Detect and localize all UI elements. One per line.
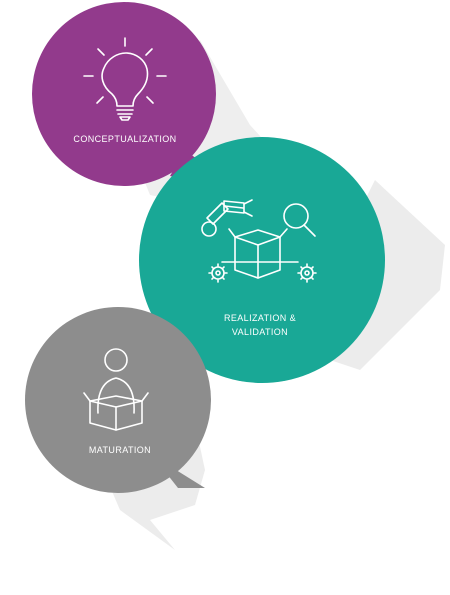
realization-label-line1: REALIZATION & [223, 313, 297, 323]
bubble-realization [139, 137, 385, 383]
bubble-maturation [25, 307, 211, 493]
robot-arm-box-icon [201, 199, 317, 283]
realization-label-line2: VALIDATION [231, 327, 289, 337]
lightbulb-icon [83, 37, 167, 121]
person-holding-box-icon [83, 348, 149, 431]
conceptualization-label: CONCEPTUALIZATION [73, 134, 177, 144]
realization-validation-label: REALIZATION & VALIDATION [190, 311, 330, 339]
maturation-label: MATURATION [88, 445, 152, 455]
